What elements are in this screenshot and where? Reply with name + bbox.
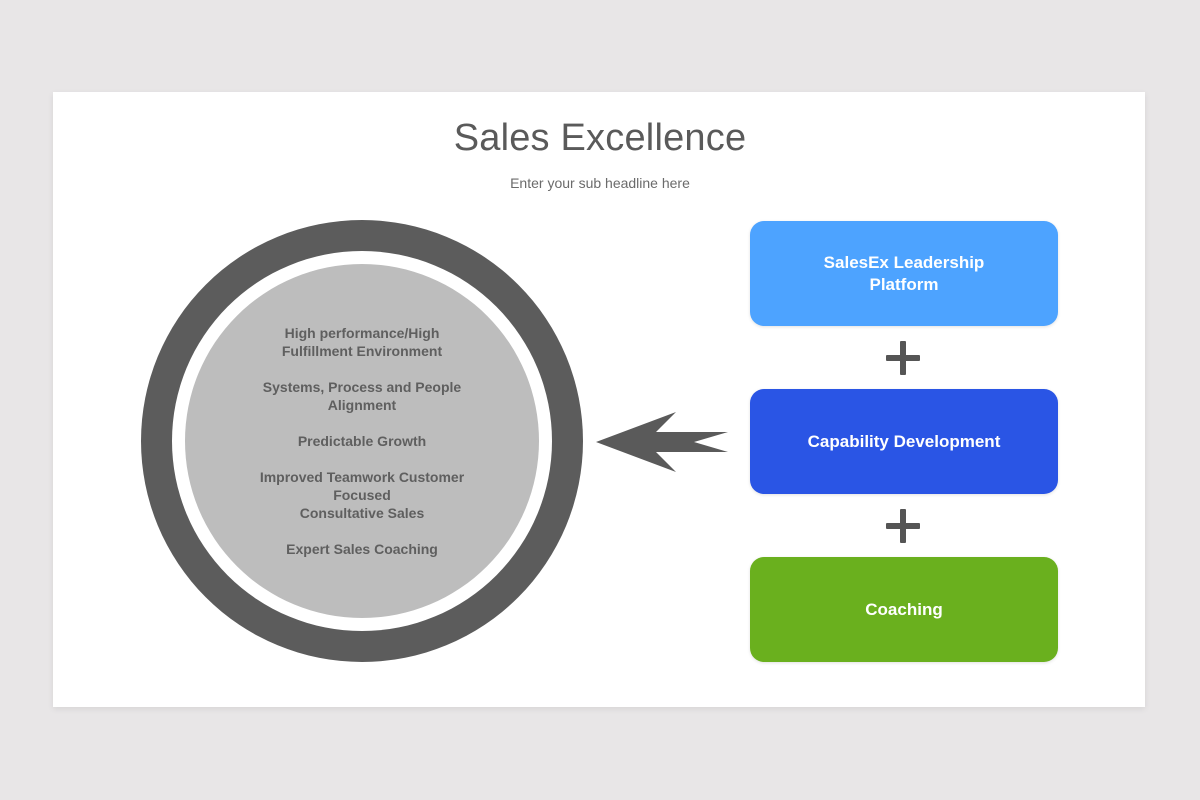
circle-item: Predictable Growth <box>297 433 427 449</box>
plus-icon <box>886 509 920 543</box>
box-salesex-leadership-platform: SalesEx Leadership Platform <box>750 221 1058 326</box>
box-capability-development: Capability Development <box>750 389 1058 494</box>
circle-item: Improved Teamwork Customer Focused Consu… <box>259 469 465 521</box>
circle-item: Expert Sales Coaching <box>286 541 438 557</box>
plus-icon <box>886 341 920 375</box>
circle-item: Systems, Process and People Alignment <box>262 379 462 413</box>
box-coaching: Coaching <box>750 557 1058 662</box>
slide-title: Sales Excellence <box>453 117 747 159</box>
inner-circle: High performance/High Fulfillment Enviro… <box>185 264 539 618</box>
slide-subtitle: Enter your sub headline here <box>510 175 690 191</box>
circle-item: High performance/High Fulfillment Enviro… <box>281 325 443 359</box>
arrow-left-icon <box>596 412 728 472</box>
